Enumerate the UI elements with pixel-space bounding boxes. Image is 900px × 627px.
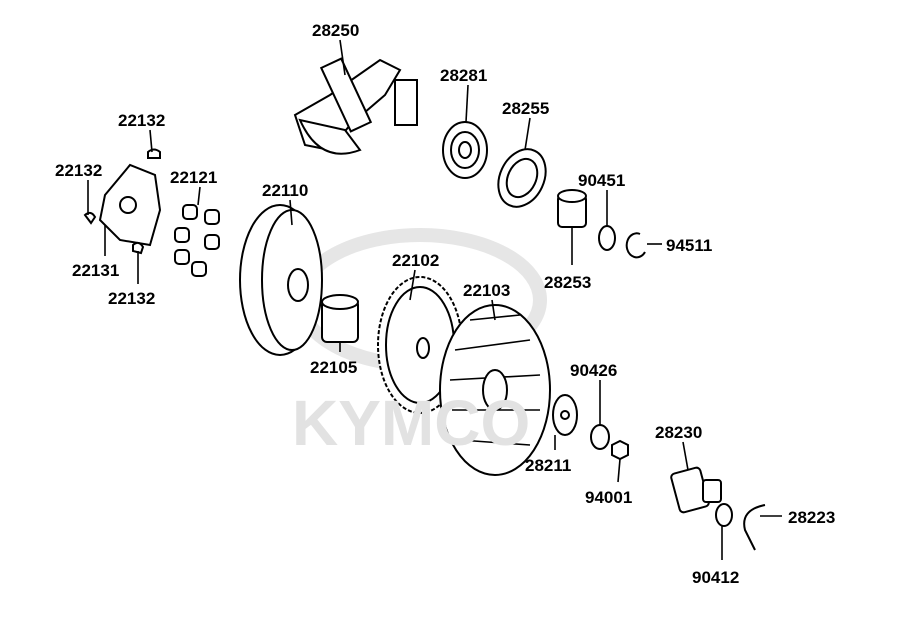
- starter-pinion: [670, 466, 722, 514]
- kick-spring: [442, 121, 488, 179]
- part-label: 28281: [440, 66, 487, 85]
- part-label: 22132: [55, 161, 102, 180]
- ramp-plate: [98, 163, 162, 247]
- part-label: 22103: [463, 281, 510, 300]
- drive-face-collar: [321, 294, 359, 343]
- washer-90412: [715, 503, 733, 527]
- washer-90426: [590, 424, 610, 450]
- part-label: 28250: [312, 21, 359, 40]
- leader-lines: [87, 39, 782, 560]
- part-label: 28253: [544, 273, 591, 292]
- part-label: 22105: [310, 358, 357, 377]
- starter-plate: [552, 394, 578, 436]
- part-label: 90426: [570, 361, 617, 380]
- part-label: 28223: [788, 508, 835, 527]
- kick-starter-spindle: [293, 57, 418, 155]
- spring-28223: [743, 504, 766, 551]
- watermark-text: KYMCO: [292, 387, 530, 459]
- washer-28255: [497, 148, 547, 208]
- circlip-94511: [625, 232, 646, 259]
- part-label: 22132: [108, 289, 155, 308]
- cooling-fan: [439, 304, 551, 476]
- washer-90451: [598, 225, 616, 251]
- slider-piece: [132, 241, 145, 255]
- part-label: 28211: [525, 456, 571, 475]
- movable-drive-face: [239, 204, 323, 356]
- slider-piece: [147, 148, 161, 159]
- part-number-labels: 28250 28281 28255 22132 22132 22121 2211…: [55, 21, 835, 587]
- part-label: 90412: [692, 568, 739, 587]
- part-label: 28255: [502, 99, 549, 118]
- nut-94001: [611, 439, 629, 461]
- part-label: 94511: [666, 236, 712, 255]
- fixed-drive-face: [377, 276, 463, 414]
- bushing-28253: [557, 189, 587, 228]
- part-label: 28230: [655, 423, 702, 442]
- part-label: 94001: [585, 488, 632, 507]
- part-label: 90451: [578, 171, 625, 190]
- part-label: 22132: [118, 111, 165, 130]
- part-label: 22121: [170, 168, 217, 187]
- part-label: 22102: [392, 251, 439, 270]
- slider-piece: [83, 211, 97, 225]
- part-label: 22131: [72, 261, 119, 280]
- part-label: 22110: [262, 181, 308, 200]
- weight-rollers: [174, 204, 220, 277]
